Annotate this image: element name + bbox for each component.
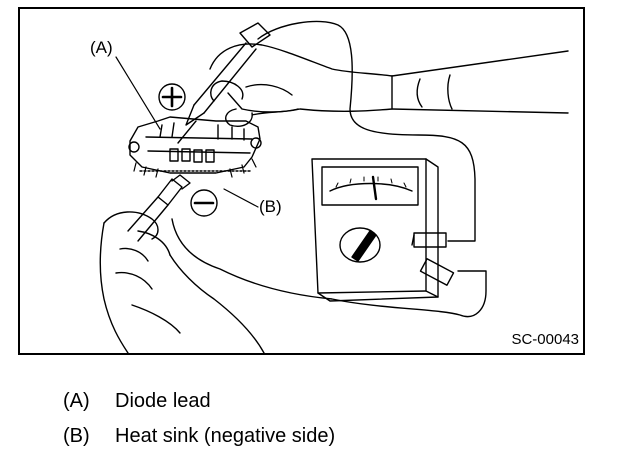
minus-symbol-icon: [190, 189, 218, 217]
legend-item: (B) Heat sink (negative side): [63, 426, 335, 446]
illustration-panel: (A) (B) SC-00043: [18, 7, 585, 355]
positive-probe: [177, 22, 271, 144]
legend-key: (A): [63, 390, 90, 412]
multimeter: [311, 158, 455, 302]
callout-a: (A): [90, 38, 113, 57]
legend-text: Heat sink (negative side): [115, 425, 336, 447]
legend-key: (B): [63, 425, 90, 447]
lower-hand: [99, 211, 265, 353]
negative-probe: [127, 174, 191, 242]
diode-test-drawing: [99, 20, 569, 353]
leader-lines: [115, 56, 259, 208]
legend-text: Diode lead: [115, 390, 211, 412]
upper-hand: [209, 43, 569, 127]
plus-symbol-icon: [158, 83, 186, 111]
rectifier-assembly: [128, 116, 262, 178]
test-lead-wires: [171, 20, 487, 318]
figure-id: SC-00043: [511, 331, 579, 348]
legend-item: (A) Diode lead: [63, 391, 211, 411]
callout-b: (B): [259, 197, 282, 216]
